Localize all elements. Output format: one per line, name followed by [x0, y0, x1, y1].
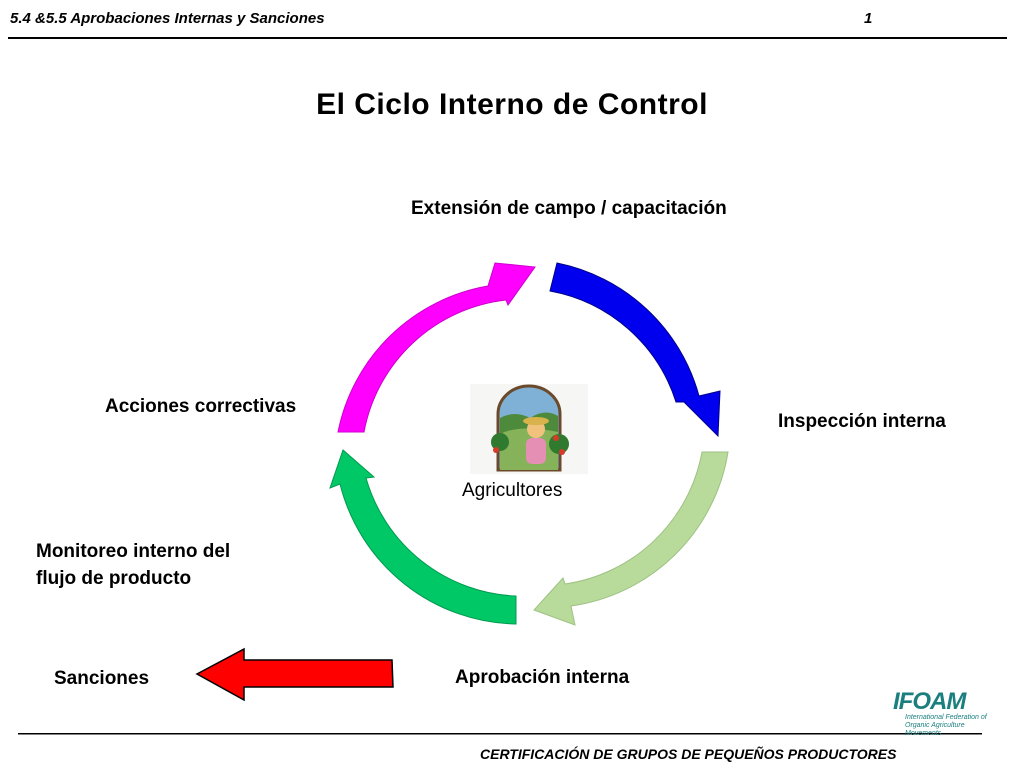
label-monitoring-line1: Monitoreo interno del [36, 541, 231, 562]
ifoam-subtitle-line1: International Federation of [905, 714, 987, 721]
label-field-extension: Extensión de campo / capacitación [411, 198, 727, 219]
label-internal-approval: Aprobación interna [455, 667, 630, 688]
arrow-approval-to-corrective [329, 449, 517, 625]
ifoam-wordmark: IFOAM [893, 688, 966, 715]
arrow-inspection-to-approval [533, 451, 729, 626]
arrow-extension-to-inspection [549, 262, 721, 438]
farmer-illustration [470, 384, 588, 474]
label-sanctions: Sanciones [54, 668, 150, 689]
label-corrective-actions: Acciones correctivas [105, 396, 297, 417]
footer-rule [18, 733, 982, 735]
center-label-farmers: Agricultores [462, 480, 563, 501]
footer-text: CERTIFICACIÓN DE GRUPOS DE PEQUEÑOS PROD… [480, 746, 897, 762]
arrow-corrective-to-extension [337, 262, 536, 433]
label-monitoring-line2: flujo de producto [36, 568, 192, 589]
header-section-title: 5.4 &5.5 Aprobaciones Internas y Sancion… [10, 10, 325, 27]
ifoam-logo: IFOAM International Federation of Organi… [893, 688, 993, 738]
farmer-icon [491, 384, 569, 472]
slide-title: El Ciclo Interno de Control [316, 88, 708, 121]
header-rule [8, 37, 1007, 39]
sanctions-arrow [195, 647, 394, 702]
label-internal-inspection: Inspección interna [778, 411, 946, 432]
ifoam-subtitle-line2: Organic Agriculture Movements [905, 722, 965, 737]
page-number: 1 [864, 10, 873, 27]
